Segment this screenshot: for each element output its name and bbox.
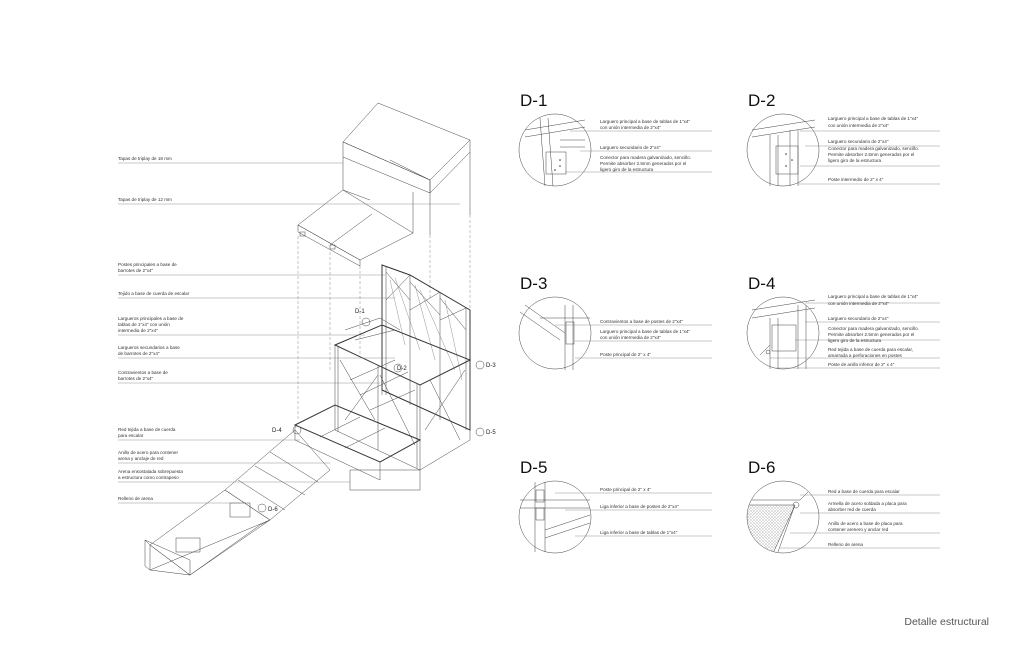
detail-d3-title: D-3 (520, 274, 547, 293)
d1-note-2: con unión intermedia de 2"x4" (600, 125, 661, 130)
detail-d1-title: D-1 (520, 91, 547, 110)
tag-d4: D-4 (272, 428, 282, 434)
detail-d1-leaders (565, 130, 712, 173)
detail-d4-leaders (770, 302, 940, 369)
detail-d5: D-5 Poste principal de 2" x 4" Liga infe… (518, 458, 712, 554)
d4-note-2: con unión intermedia de 2"x4" (828, 301, 889, 306)
label-net-1: Red tejida a base de cuerda (118, 427, 176, 432)
label-steel-ring-1: Anillo de acero para contener (118, 450, 178, 455)
detail-d4-drawing (746, 296, 820, 370)
projection-lines (297, 215, 471, 420)
d2-note-6: ligero giro de la estructura (828, 158, 882, 163)
detail-d3: D-3 Contravientos a base de postes de 2"… (518, 274, 712, 370)
d1-note-6: ligero giro de la estructura (600, 167, 654, 172)
d2-note-2: con unión intermedia de 2"x4" (828, 123, 889, 128)
timber-frame (293, 264, 472, 491)
tag-d5: D-5 (486, 430, 496, 436)
d4-note-8: amarrada a perforaciones en postes (828, 353, 903, 358)
d3-note-1: Contravientos a base de postes de 2"x4" (600, 319, 683, 324)
detail-d1: D-1 Larguero principal a base de tablas … (518, 91, 712, 187)
tag-d1: D-1 (355, 309, 365, 315)
d6-note-2: Armella de acero soldada a placa para (828, 501, 907, 506)
detail-d3-leaders (555, 324, 712, 359)
d3-note-3: con unión intermedia de 2"x4" (600, 335, 661, 340)
label-plywood-18: Tapas de triplay de 18 mm (118, 156, 172, 161)
label-bracing-1: Contravientos a base de (118, 370, 168, 375)
d1-note-5: Permite absorber 2.5mm generados por el (600, 161, 686, 166)
d5-note-2: Liga inferior a base de postes de 2"x4" (600, 504, 679, 509)
label-leaders (118, 162, 460, 504)
label-plywood-12: Tapas de triplay de 12 mm (118, 197, 172, 202)
label-secondary-stringers-1: Largueros secundarios a base (118, 345, 180, 350)
d2-note-4: Conector para madera galvanizado, sencil… (828, 146, 919, 151)
d4-note-1: Larguero principal a base de tablas de 1… (828, 294, 918, 299)
detail-d1-drawing (518, 113, 592, 187)
d1-note-3: Larguero secundario de 2"x4" (600, 145, 661, 150)
label-main-stringers-1: Largueros principales a base de (118, 316, 184, 321)
label-net-2: para escalar (118, 433, 144, 438)
detail-d5-leaders (555, 492, 712, 537)
label-steel-ring-2: arena y anclaje de red (118, 456, 164, 461)
detail-d6-leaders (780, 494, 940, 549)
d4-note-6: ligero giro de la estructura (828, 338, 882, 343)
detail-d2-title: D-2 (748, 91, 775, 110)
detail-d5-title: D-5 (520, 458, 547, 477)
tag-d2: D-2 (397, 366, 407, 372)
detail-d2-drawing (746, 113, 820, 187)
d4-note-7: Red tejida a base de cuerda para escalar… (828, 347, 913, 352)
detail-d2: D-2 Larguero principal a base de tablas … (746, 91, 940, 187)
axonometric-exploded-view: D-1 D-2 D-3 D-4 D-5 D-6 Tapas de triplay… (118, 102, 496, 576)
d3-note-4: Poste principal de 2" x 4" (600, 352, 651, 357)
d6-note-3: absorber red de cuerda (828, 507, 876, 512)
label-sand-fill: Relleno de arena (118, 496, 153, 501)
d4-note-5: Permite absorber 2.5mm generados por el (828, 332, 914, 337)
detail-d5-drawing (518, 480, 592, 554)
detail-d2-leaders (798, 130, 940, 185)
d4-note-3: Larguero secundario de 2"x4" (828, 316, 889, 321)
label-sandbags-2: a estructura como contrapeso (118, 475, 179, 480)
d1-note-4: Conector para madera galvanizado, sencil… (600, 155, 691, 160)
label-main-stringers-3: intermedia de 2"x4" (118, 328, 158, 333)
plywood-board-18mm (342, 102, 471, 235)
climbing-net-ramp (144, 429, 331, 576)
label-main-stringers-2: tablas de 1"x4" con unión (118, 322, 170, 327)
detail-d4-title: D-4 (748, 274, 775, 293)
d2-note-1: Larguero principal a base de tablas de 1… (828, 116, 918, 121)
label-sandbags-1: Arena ensostalada sobrepuesta (118, 469, 183, 474)
detail-d6: D-6 Red a base de cuerda para escalar Ar… (746, 458, 940, 554)
label-secondary-stringers-2: de barrotes de 2"x4" (118, 351, 160, 356)
detail-d4: D-4 Larguero principal a base de tablas … (746, 274, 940, 370)
d4-note-9: Poste de anillo inferior de 2" x 4" (828, 362, 895, 367)
tag-d3: D-3 (486, 363, 496, 369)
d5-note-3: Liga inferior a base de tablas de 1"x4" (600, 530, 678, 535)
tag-d6: D-6 (268, 507, 278, 513)
d3-note-2: Larguero principal a base de tablas de 1… (600, 329, 690, 334)
d6-note-6: Relleno de arena (828, 542, 863, 547)
label-main-posts-2: barrotes de 2"x4" (118, 268, 154, 273)
d6-note-5: contener arenero y anclar red (828, 527, 889, 532)
d4-note-4: Conector para madera galvanizado, sencil… (828, 326, 919, 331)
plywood-board-12mm (297, 189, 414, 267)
detail-markers: D-1 D-2 D-3 D-4 D-5 D-6 (257, 309, 496, 513)
detail-d6-title: D-6 (748, 458, 775, 477)
label-main-posts-1: Postes principales a base de (118, 262, 177, 267)
d1-note-1: Larguero principal a base de tablas de 1… (600, 119, 690, 124)
axonometric-labels: Tapas de triplay de 18 mm Tapas de tripl… (118, 156, 190, 501)
label-bracing-2: barrotes de 2"x4" (118, 376, 154, 381)
d2-note-5: Permite absorber 2.5mm generados por el (828, 152, 914, 157)
sheet-caption: Detalle estructural (904, 616, 989, 628)
d2-note-3: Larguero secundario de 2"x4" (828, 139, 889, 144)
label-rope-weave: Tejido a base de cuerda de escalar (118, 291, 190, 296)
d6-note-4: Anillo de acero a base de placa para (828, 521, 903, 526)
detail-d3-drawing (518, 296, 592, 370)
d2-note-7: Poste intermedio de 2" x 4" (828, 177, 884, 182)
d6-note-1: Red a base de cuerda para escalar (828, 489, 900, 494)
d5-note-1: Poste principal de 2" x 4" (600, 487, 651, 492)
